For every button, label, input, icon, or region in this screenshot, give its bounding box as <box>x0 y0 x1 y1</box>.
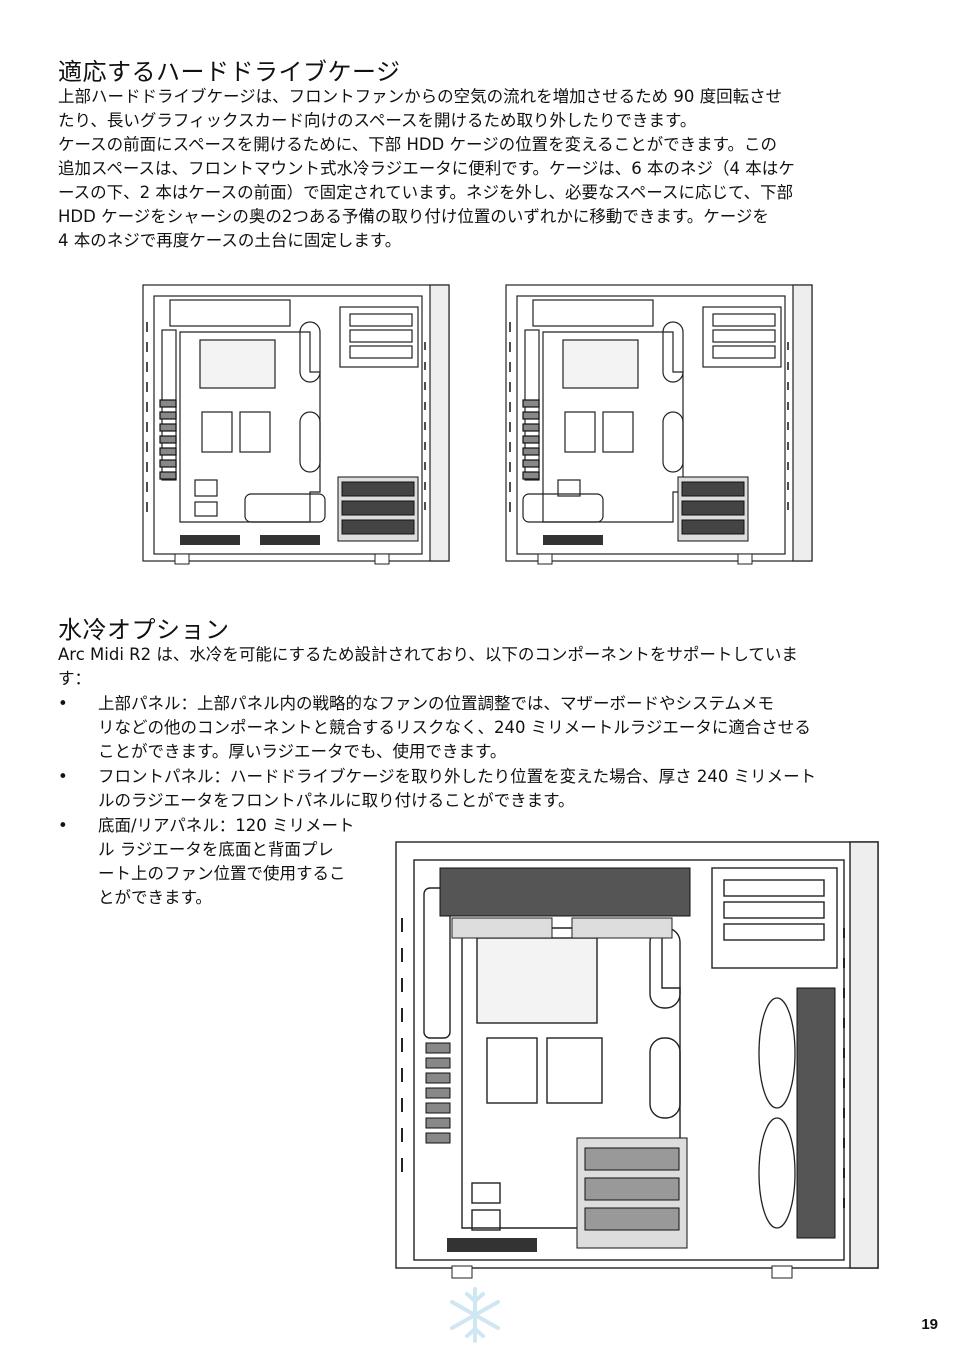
section-body-hdd-cage: 上部ハードドライブケージは、フロントファンからの空気の流れを増加させるため 90… <box>58 85 900 253</box>
body-line: 追加スペースは、フロントマウント式水冷ラジエータに便利です。ケージは、6 本のネ… <box>58 159 795 178</box>
section-heading-water-cooling: 水冷オプション <box>58 616 230 644</box>
bullet-line: とができます。 <box>98 888 212 907</box>
bullet-line: ート上のファン位置で使用するこ <box>98 864 346 883</box>
body-line: 4 本のネジで再度ケースの土台に固定します。 <box>58 231 402 250</box>
body-line: す： <box>58 669 91 688</box>
body-line: 上部ハードドライブケージは、フロントファンからの空気の流れを増加させるため 90… <box>58 87 783 106</box>
bullet-item-top-panel: • 上部パネル：上部パネル内の戦略的なファンの位置調整では、マザーボードやシステ… <box>58 692 900 764</box>
bullet-line: ル ラジエータを底面と背面プレ <box>98 840 334 859</box>
bullet-line: フロントパネル：ハードドライブケージを取り外したり位置を変えた場合、厚さ 240… <box>98 767 817 786</box>
body-line: たり、長いグラフィックスカード向けのスペースを開けるため取り外したりできます。 <box>58 111 697 130</box>
body-line: ースの下、2 本はケースの前面）で固定されています。ネジを外し、必要なスペースに… <box>58 183 794 202</box>
section-heading-hdd-cage: 適応するハードドライブケージ <box>58 58 401 86</box>
body-line: ケースの前面にスペースを開けるために、下部 HDD ケージの位置を変えることがで… <box>58 135 778 154</box>
snowflake-icon <box>450 1287 500 1343</box>
bullet-line: 底面/リアパネル：120 ミリメート <box>98 816 355 835</box>
bullet-line: ことができます。厚いラジエータでも、使用できます。 <box>98 742 507 761</box>
bullet-item-bottom-rear-panel: • 底面/リアパネル：120 ミリメート ル ラジエータを底面と背面プレ ート上… <box>58 814 388 910</box>
page-number: 19 <box>921 1316 938 1333</box>
case-illustration-relocated-cage <box>505 284 813 565</box>
bullet-item-front-panel: • フロントパネル：ハードドライブケージを取り外したり位置を変えた場合、厚さ 2… <box>58 765 900 813</box>
bullet-line: リなどの他のコンポーネントと競合するリスクなく、240 ミリメートルラジエータに… <box>98 718 811 737</box>
case-illustration-default-cage <box>142 284 450 565</box>
body-line: HDD ケージをシャーシの奥の2つある予備の取り付け位置のいずれかに移動できます… <box>58 207 769 226</box>
case-illustration-water-cooling <box>395 841 879 1279</box>
bullet-line: ルのラジエータをフロントパネルに取り付けることができます。 <box>98 791 575 810</box>
section-intro-water-cooling: Arc Midi R2 は、水冷を可能にするため設計されており、以下のコンポーネ… <box>58 643 900 691</box>
bullet-symbol: • <box>58 767 68 786</box>
body-line: Arc Midi R2 は、水冷を可能にするため設計されており、以下のコンポーネ… <box>58 645 798 664</box>
bullet-symbol: • <box>58 816 68 835</box>
bullet-line: 上部パネル：上部パネル内の戦略的なファンの位置調整では、マザーボードやシステムメ… <box>98 694 775 713</box>
bullet-symbol: • <box>58 694 68 713</box>
